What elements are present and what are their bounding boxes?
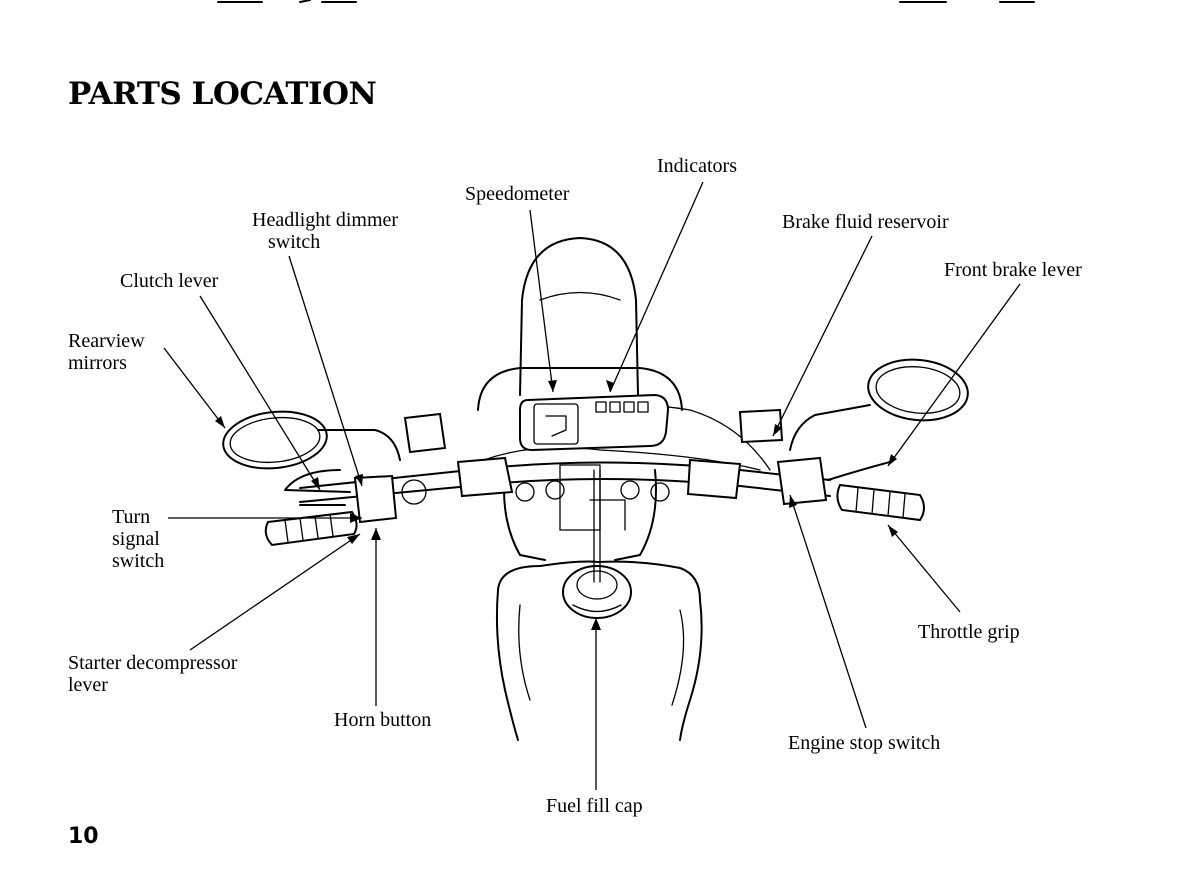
label-starter-decompressor-line2: lever (68, 674, 108, 696)
leader-clutch (199, 295, 321, 491)
right-controls-drawing (776, 456, 925, 522)
header-rule-marks (217, 0, 1035, 3)
label-indicators: Indicators (657, 155, 737, 177)
leader-speedometer (529, 209, 554, 393)
leader-lines (163, 181, 1021, 790)
leader-starter-decompressor (189, 533, 361, 651)
leader-engine-stop (789, 494, 867, 729)
leader-brake-fluid (772, 235, 873, 437)
leader-headlight-dimmer (288, 255, 363, 487)
leader-rearview (163, 347, 226, 429)
left-switch-housing-drawing (284, 469, 427, 524)
label-starter-decompressor-line1: Starter decompressor (68, 652, 238, 674)
left-mirror-drawing (222, 410, 447, 470)
label-brake-fluid-reservoir: Brake fluid reservoir (782, 211, 949, 233)
label-turn-signal-line3: switch (112, 550, 165, 572)
leader-throttle (887, 524, 961, 613)
right-mirror-drawing (738, 358, 969, 451)
label-turn-signal-line1: Turn (112, 506, 151, 528)
label-turn-signal-line2: signal (112, 528, 160, 550)
label-headlight-dimmer-line2: switch (268, 231, 321, 253)
label-rearview-line1: Rearview (68, 330, 145, 352)
handlebar-drawing (299, 456, 831, 503)
label-engine-stop-switch: Engine stop switch (788, 732, 941, 754)
leader-indicators (609, 181, 704, 393)
label-rearview-line2: mirrors (68, 352, 127, 374)
label-clutch-lever: Clutch lever (120, 270, 219, 292)
front-fender-drawing (477, 237, 683, 411)
label-speedometer: Speedometer (465, 183, 570, 205)
label-horn-button: Horn button (334, 709, 432, 731)
page-number: 10 (68, 824, 99, 849)
label-front-brake-lever: Front brake lever (944, 259, 1082, 281)
fuel-tank-drawing (495, 560, 703, 741)
label-headlight-dimmer-line1: Headlight dimmer (252, 209, 399, 231)
label-throttle-grip: Throttle grip (918, 621, 1020, 643)
label-fuel-fill-cap: Fuel fill cap (546, 795, 643, 817)
instrument-cluster-drawing (519, 393, 670, 452)
page-title: PARTS LOCATION (68, 76, 377, 112)
left-grip-drawing (264, 510, 358, 547)
leader-front-brake (887, 283, 1021, 467)
